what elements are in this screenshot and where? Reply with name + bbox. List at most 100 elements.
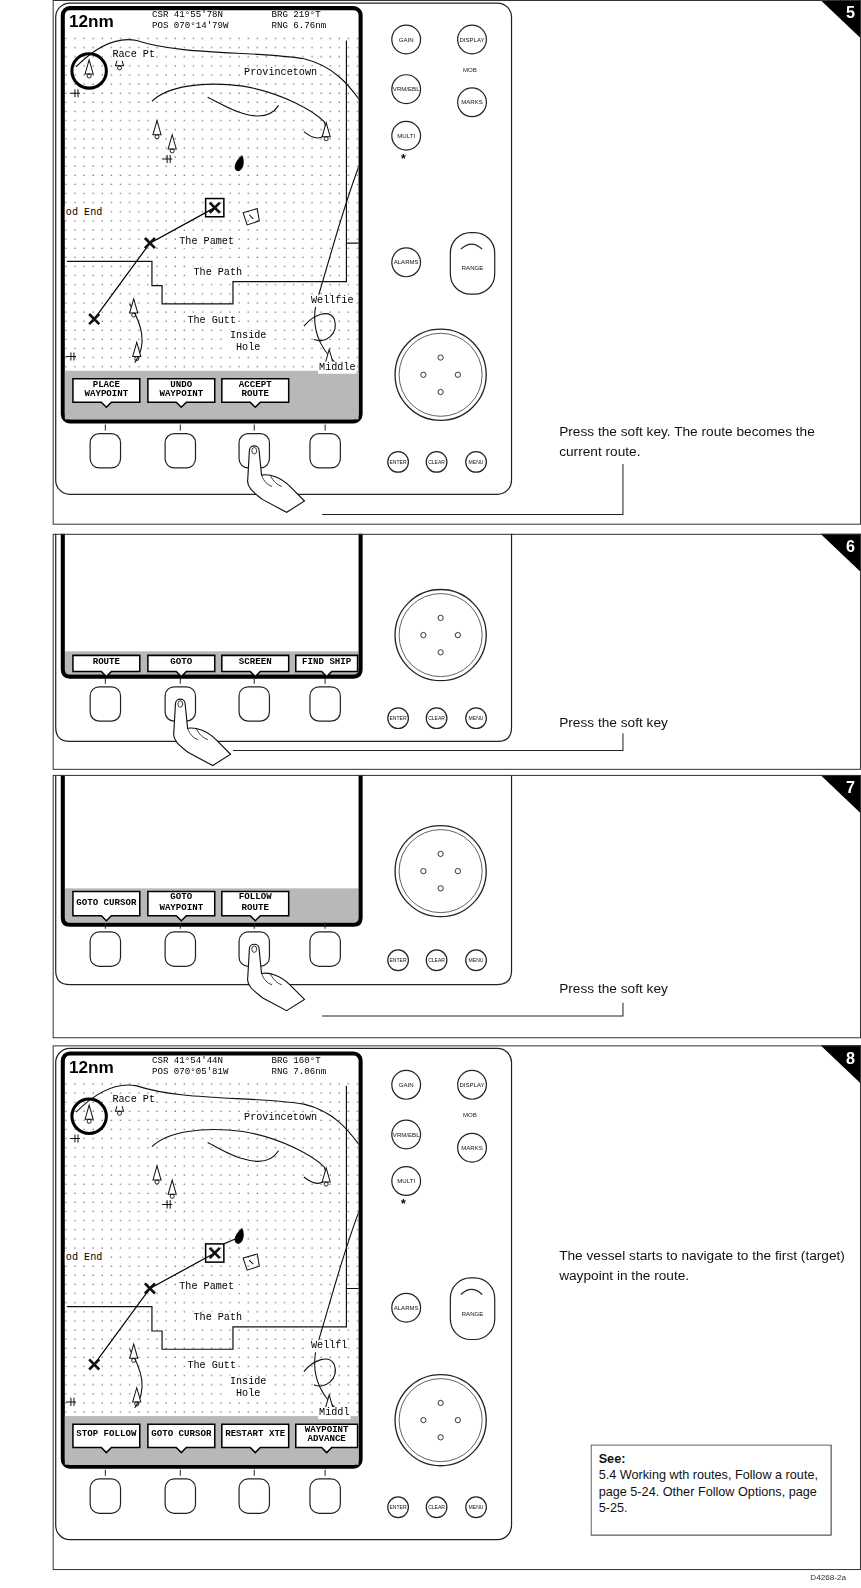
hardware-button: MULTI: [391, 1166, 421, 1196]
hardware-button: MARKS: [457, 1132, 487, 1162]
button-caption: MOB: [463, 1112, 477, 1118]
soft-key-label: UNDO WAYPOINT: [147, 378, 216, 408]
button-outline: [450, 232, 496, 295]
hardware-button: DISPLAY: [457, 1070, 487, 1100]
key-tick: [105, 678, 106, 684]
chart-label: The Pamet: [178, 1281, 235, 1293]
key-tick: [105, 1470, 106, 1476]
instruction-text: Press the soft key: [559, 713, 848, 734]
rotary-pad: [395, 826, 486, 917]
key-tick: [180, 678, 181, 684]
key-tick: [180, 424, 181, 430]
soft-key-label: STOP FOLLOW: [72, 1423, 141, 1453]
hardware-button: MENU: [465, 707, 487, 729]
hardware-button: ENTER: [387, 1496, 409, 1518]
chart-label: Middl: [318, 1407, 350, 1419]
button-caption: MOB: [463, 67, 477, 73]
button-label: MARKS: [461, 99, 483, 105]
step-panel: 5GAINDISPLAYVRM/EBLMARKSMULTIALARMSRANGE…: [53, 0, 861, 525]
range-readout: 12nm: [69, 1058, 114, 1078]
indicator-mark: *: [401, 1197, 406, 1211]
chart-map: [65, 36, 359, 370]
hardware-button: MARKS: [457, 87, 487, 117]
chart-label: The Pamet: [178, 236, 235, 248]
button-label: GOTO WAYPOINT: [147, 893, 216, 912]
rotary-pad: [395, 590, 486, 681]
button-label: MULTI: [397, 133, 415, 139]
step-tab: [820, 0, 861, 38]
hardware-button: GAIN: [391, 24, 421, 54]
rotary-pad: [395, 1375, 486, 1466]
step-panel: 6ROUTEGOTOSCREENFIND SHIPENTERCLEARMENU: [53, 534, 861, 770]
button-label: ALARMS: [394, 1305, 419, 1311]
button-label: CLEAR: [428, 1504, 445, 1510]
hardware-button: GAIN: [391, 1070, 421, 1100]
button-outline: [450, 1277, 496, 1340]
chart-label: Race Pt: [111, 1094, 156, 1106]
note-body: 5.4 Working wth routes, Follow a route, …: [599, 1467, 824, 1516]
chart-label: The Path: [192, 1312, 243, 1324]
button-label: CLEAR: [428, 459, 445, 465]
button-label: MENU: [469, 715, 484, 721]
position-readout: BRG 160°T: [271, 1056, 320, 1065]
hardware-button: DISPLAY: [457, 24, 487, 54]
hardware-button: ENTER: [387, 451, 409, 473]
key-tick: [325, 678, 326, 684]
position-readout: POS 070°05'81W: [152, 1068, 229, 1077]
hardware-button: VRM/EBL: [391, 74, 421, 104]
button-label: GOTO: [168, 658, 194, 668]
step-panel: 8GAINDISPLAYVRM/EBLMARKSMULTIALARMSRANGE…: [53, 1045, 861, 1570]
instruction-text: The vessel starts to navigate to the fir…: [559, 1246, 848, 1287]
button-label: GOTO CURSOR: [74, 898, 138, 908]
position-readout: POS 070°14'79W: [152, 22, 229, 31]
position-readout: BRG 219°T: [271, 11, 320, 20]
hardware-button: MENU: [465, 451, 487, 473]
step-tab: [820, 775, 861, 813]
note-heading: See:: [599, 1451, 824, 1467]
chart-label: The Path: [192, 266, 243, 278]
key-tick: [254, 424, 255, 430]
button-label: CLEAR: [428, 957, 445, 963]
button-label: GOTO CURSOR: [149, 1431, 213, 1441]
step-tab: [820, 534, 861, 572]
hardware-button: MULTI: [391, 121, 421, 151]
chart-label: The Gutt: [186, 1360, 237, 1372]
screen: [63, 775, 361, 925]
button-label: FOLLOW ROUTE: [221, 893, 290, 912]
soft-key: [165, 434, 195, 468]
device-bezel: [56, 3, 512, 494]
device-bezel: [56, 775, 512, 985]
leader-line: [233, 733, 623, 750]
hardware-button: CLEAR: [425, 1496, 447, 1518]
reference-note: See:5.4 Working wth routes, Follow a rou…: [591, 1444, 832, 1535]
button-label: DISPLAY: [459, 1082, 484, 1088]
device-bezel: [56, 534, 512, 742]
soft-key: [90, 434, 120, 468]
soft-key: [90, 1479, 120, 1513]
step-number: 7: [846, 779, 855, 797]
soft-key: [310, 434, 340, 468]
indicator-mark: *: [401, 152, 406, 166]
soft-key: [310, 1479, 340, 1513]
key-tick: [254, 1470, 255, 1476]
button-label: ENTER: [389, 957, 406, 963]
button-label: RESTART XTE: [223, 1431, 287, 1441]
button-label: ENTER: [389, 715, 406, 721]
soft-key: [239, 687, 269, 721]
button-label: MENU: [469, 957, 484, 963]
step-number: 8: [846, 1049, 855, 1067]
drawing-number: D4268-2a: [810, 1573, 846, 1582]
soft-key-label: GOTO CURSOR: [147, 1423, 216, 1453]
instruction-text: Press the soft key: [559, 979, 848, 1000]
key-tick: [254, 923, 255, 929]
key-tick: [325, 923, 326, 929]
chart-label: od End: [65, 207, 104, 219]
soft-key-label: WAYPOINT ADVANCE: [295, 1423, 359, 1453]
chart-map: [65, 1082, 359, 1416]
soft-key-bar: [65, 1416, 359, 1465]
pointing-hand: [248, 944, 305, 1010]
chart-label: Race Pt: [111, 49, 156, 61]
key-tick: [254, 678, 255, 684]
